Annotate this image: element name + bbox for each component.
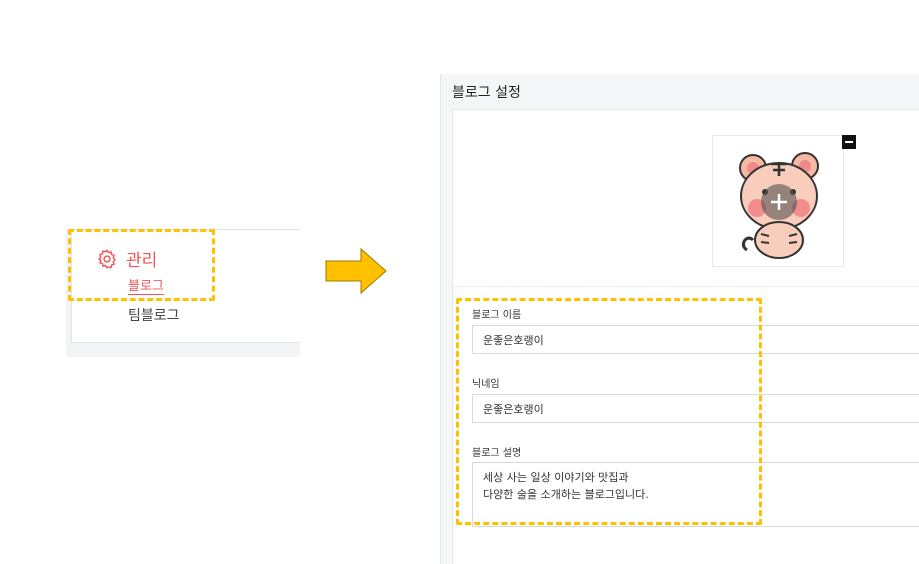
blog-name-input[interactable]: 운좋은호랭이 [472, 325, 919, 354]
blog-name-label: 블로그 이름 [472, 310, 522, 321]
blog-settings-panel: 블로그 설정 [440, 74, 919, 564]
tiger-avatar-icon [739, 152, 819, 259]
blog-description-label: 블로그 설명 [472, 448, 522, 459]
divider [453, 286, 919, 287]
nickname-input[interactable]: 운좋은호랭이 [472, 394, 919, 423]
highlight-box-menu [68, 229, 215, 301]
blog-avatar[interactable] [712, 135, 844, 267]
menu-item-blog[interactable]: 블로그 [128, 279, 164, 295]
blog-description-textarea[interactable]: 세상 사는 일상 이야기와 맛집과 다양한 술을 소개하는 블로그입니다. [472, 462, 919, 527]
admin-menu-title: 관리 [126, 251, 158, 271]
admin-menu-card: 관리 블로그 팀블로그 [71, 229, 300, 343]
admin-menu-header[interactable]: 관리 [96, 246, 157, 271]
remove-avatar-button[interactable] [842, 135, 856, 149]
settings-title: 블로그 설정 [452, 85, 521, 101]
description-line-1: 세상 사는 일상 이야기와 맛집과 [483, 471, 629, 484]
gear-icon [96, 248, 118, 270]
minus-icon [845, 141, 853, 143]
menu-item-team-blog[interactable]: 팀블로그 [128, 308, 180, 324]
highlight-box-fields [456, 298, 762, 525]
arrow-right-icon [325, 248, 387, 294]
description-line-2: 다양한 술을 소개하는 블로그입니다. [483, 488, 649, 501]
nickname-label: 닉네임 [472, 379, 500, 390]
settings-card: 블로그 이름 운좋은호랭이 닉네임 운좋은호랭이 블로그 설명 세상 사는 일상… [452, 109, 919, 564]
admin-menu-panel: 관리 블로그 팀블로그 [66, 229, 300, 357]
